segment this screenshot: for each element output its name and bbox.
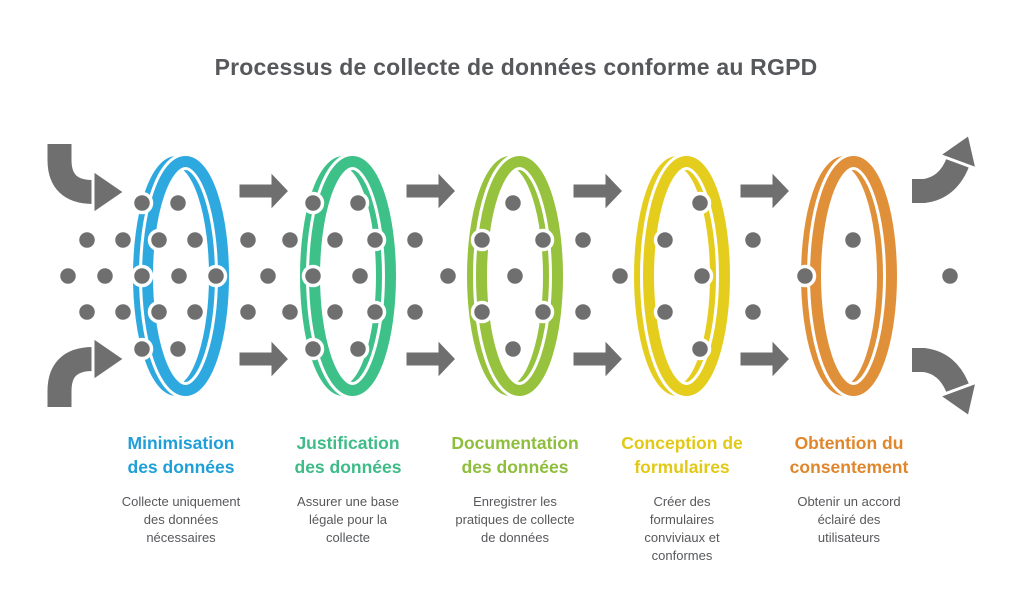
data-dot: [278, 228, 302, 252]
data-dot: [236, 228, 260, 252]
data-dot: [130, 264, 154, 288]
data-dot: [323, 300, 347, 324]
stage-label: Documentation des données: [451, 433, 579, 477]
stage-description: Obtenir un accord éclairé des utilisateu…: [797, 493, 901, 545]
data-dot: [183, 300, 207, 324]
data-dot: [301, 191, 325, 215]
stage-minimisation: Minimisation des données Collecte unique…: [71, 432, 291, 547]
curved-entry-bottom-arrow-icon: [47, 347, 94, 407]
data-dot: [741, 300, 765, 324]
stage-documentation: Documentation des données Enregistrer le…: [405, 432, 625, 547]
stage-justification: Justification des données Assurer une ba…: [238, 432, 458, 547]
data-dot: [571, 300, 595, 324]
right-block-arrow-icon: [570, 166, 627, 216]
data-dot: [653, 228, 677, 252]
right-block-arrow-icon: [737, 334, 794, 384]
data-dot: [111, 300, 135, 324]
data-dot: [608, 264, 632, 288]
data-dot: [147, 228, 171, 252]
data-dot: [501, 191, 525, 215]
curved-exit-top-arrow-icon: [912, 157, 970, 203]
right-block-arrow-icon: [236, 334, 293, 384]
ring-3: [476, 156, 563, 396]
curved-exit-bottom-arrow-icon-head: [935, 379, 980, 420]
ring-4: [643, 156, 730, 396]
data-dot: [501, 337, 525, 361]
right-block-arrow-icon: [570, 334, 627, 384]
stage-description: Enregistrer les pratiques de collecte de…: [455, 493, 575, 545]
data-dot: [166, 337, 190, 361]
data-dot: [56, 264, 80, 288]
data-dot: [653, 300, 677, 324]
curved-entry-bottom-arrow-icon-head: [91, 334, 128, 384]
stage-description: Assurer une base légale pour la collecte: [297, 493, 399, 545]
data-dot: [503, 264, 527, 288]
data-dot: [301, 337, 325, 361]
data-dot: [688, 337, 712, 361]
stage-label: Conception de formulaires: [621, 433, 743, 477]
data-dot: [346, 337, 370, 361]
data-dot: [841, 228, 865, 252]
data-dot: [166, 191, 190, 215]
stage-label: Obtention du consentement: [789, 433, 909, 477]
data-dot: [130, 337, 154, 361]
data-dot: [403, 300, 427, 324]
right-block-arrow-icon: [236, 166, 293, 216]
data-dot: [167, 264, 191, 288]
data-dot: [793, 264, 817, 288]
data-dot: [147, 300, 171, 324]
stage-obtention-consentement: Obtention du consentement Obtenir un acc…: [739, 432, 959, 547]
data-dot: [130, 191, 154, 215]
data-dot: [236, 300, 260, 324]
stage-description: Collecte uniquement des données nécessai…: [121, 493, 241, 545]
data-dot: [75, 228, 99, 252]
data-dot: [93, 264, 117, 288]
data-dot: [571, 228, 595, 252]
data-dot: [204, 264, 228, 288]
stage-label: Minimisation des données: [127, 433, 235, 477]
curved-entry-top-arrow-icon: [47, 144, 94, 204]
data-dot: [363, 228, 387, 252]
data-dot: [470, 300, 494, 324]
data-dot: [741, 228, 765, 252]
data-dot: [403, 228, 427, 252]
data-dot: [278, 300, 302, 324]
right-block-arrow-icon: [403, 166, 460, 216]
curved-exit-top-arrow-icon-head: [935, 131, 980, 172]
diagram-title: Processus de collecte de données conform…: [214, 54, 818, 80]
data-dot: [75, 300, 99, 324]
data-dot: [256, 264, 280, 288]
data-dot: [436, 264, 460, 288]
stage-label: Justification des données: [294, 433, 402, 477]
data-dot: [688, 191, 712, 215]
data-dot: [841, 300, 865, 324]
data-dot: [348, 264, 372, 288]
right-block-arrow-icon: [737, 166, 794, 216]
curved-entry-top-arrow-icon-head: [91, 167, 128, 217]
data-dot: [301, 264, 325, 288]
data-dot: [470, 228, 494, 252]
data-dot: [938, 264, 962, 288]
data-dot: [183, 228, 207, 252]
data-dot: [531, 300, 555, 324]
data-dot: [363, 300, 387, 324]
data-dot: [111, 228, 135, 252]
stage-conception-formulaires: Conception de formulaires Créer des form…: [572, 432, 792, 565]
stage-description: Créer des formulaires conviviaux et conf…: [644, 493, 720, 564]
curved-exit-bottom-arrow-icon: [912, 348, 970, 394]
data-dot: [323, 228, 347, 252]
data-dot: [346, 191, 370, 215]
data-dot: [690, 264, 714, 288]
right-block-arrow-icon: [403, 334, 460, 384]
data-dot: [531, 228, 555, 252]
